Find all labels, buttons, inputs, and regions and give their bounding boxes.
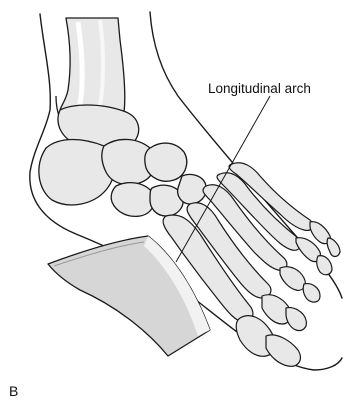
tarsal-bones xyxy=(39,105,206,216)
longitudinal-arch-label: Longitudinal arch xyxy=(208,81,311,96)
panel-letter: B xyxy=(9,383,18,399)
